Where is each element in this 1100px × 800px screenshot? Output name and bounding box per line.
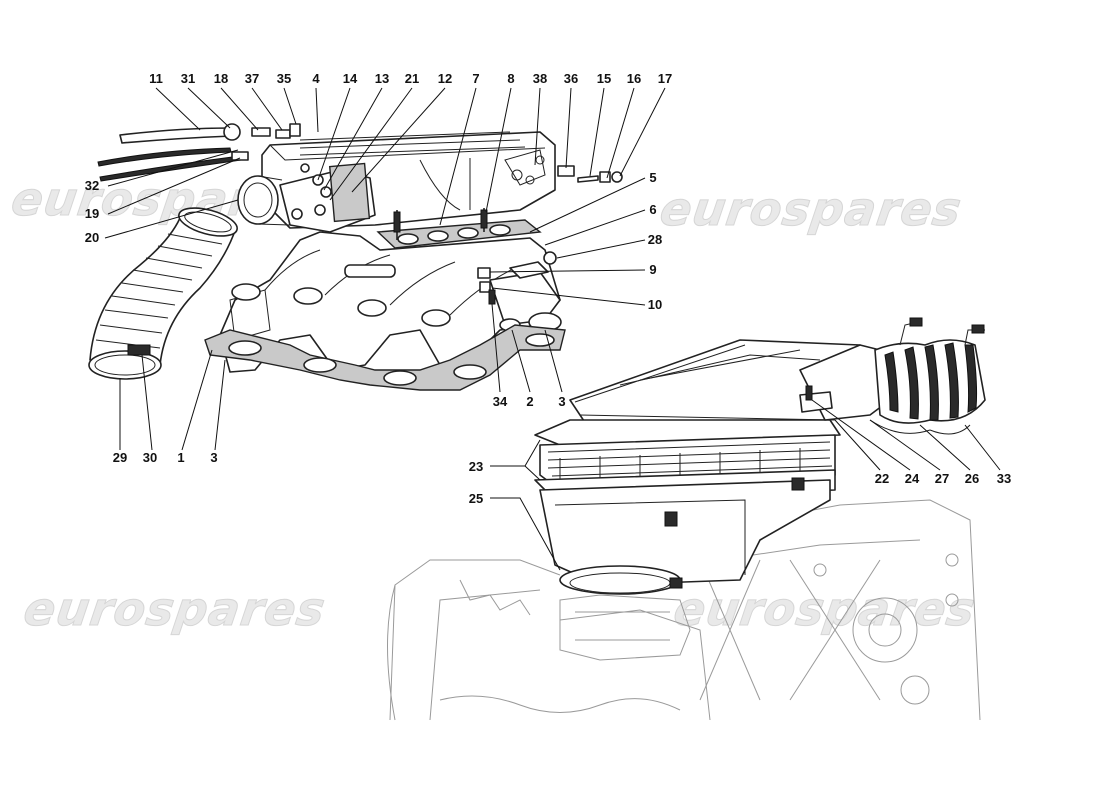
callout-label: 36 bbox=[564, 71, 578, 86]
callout-label: 5 bbox=[649, 170, 656, 185]
callout-label: 8 bbox=[507, 71, 514, 86]
callout-label: 28 bbox=[648, 232, 662, 247]
watermark-text: eurospares bbox=[657, 182, 965, 236]
callout-label: 23 bbox=[469, 459, 483, 474]
callout-label: 11 bbox=[149, 71, 163, 86]
callout-label: 9 bbox=[649, 262, 656, 277]
callout-label: 31 bbox=[181, 71, 195, 86]
intake-plenum bbox=[237, 131, 556, 233]
intake-manifold bbox=[219, 231, 562, 373]
watermark-text: eurospares bbox=[21, 582, 329, 636]
callout-label: 17 bbox=[658, 71, 672, 86]
callout-label: 1 bbox=[177, 450, 184, 465]
callout-label: 25 bbox=[469, 491, 483, 506]
callout-label: 26 bbox=[965, 471, 979, 486]
callout-label: 6 bbox=[649, 202, 656, 217]
callout-label: 24 bbox=[905, 471, 920, 486]
callout-label: 29 bbox=[113, 450, 127, 465]
intake-corrugated-hose bbox=[88, 207, 238, 380]
callout-label: 3 bbox=[210, 450, 217, 465]
callout-label: 19 bbox=[85, 206, 99, 221]
callout-label: 10 bbox=[648, 297, 662, 312]
engine-block-outline bbox=[387, 499, 981, 721]
callout-label: 22 bbox=[875, 471, 889, 486]
callout-label: 2 bbox=[526, 394, 533, 409]
callout-label: 13 bbox=[375, 71, 389, 86]
callout-label: 33 bbox=[997, 471, 1011, 486]
air-inlet-duct bbox=[799, 317, 986, 435]
callout-label: 32 bbox=[85, 178, 99, 193]
callout-label: 35 bbox=[277, 71, 291, 86]
callout-label: 7 bbox=[472, 71, 479, 86]
callout-label: 14 bbox=[343, 71, 358, 86]
callout-label: 3 bbox=[558, 394, 565, 409]
callout-label: 21 bbox=[405, 71, 419, 86]
callout-label: 15 bbox=[597, 71, 611, 86]
hardware-right bbox=[557, 165, 623, 183]
watermark-text: eurospares bbox=[671, 582, 979, 636]
callout-label: 27 bbox=[935, 471, 949, 486]
callout-label: 16 bbox=[627, 71, 641, 86]
callout-label: 38 bbox=[533, 71, 547, 86]
callout-labels: 11 31 18 37 35 4 14 13 21 12 7 8 38 36 1… bbox=[85, 71, 1011, 506]
callout-label: 18 bbox=[214, 71, 228, 86]
callout-label: 34 bbox=[493, 394, 508, 409]
callout-label: 37 bbox=[245, 71, 259, 86]
callout-label: 20 bbox=[85, 230, 99, 245]
leader-lines bbox=[104, 87, 1001, 571]
callout-label: 12 bbox=[438, 71, 452, 86]
manifold-base-gasket bbox=[204, 324, 566, 391]
callout-label: 4 bbox=[312, 71, 320, 86]
callout-label: 30 bbox=[143, 450, 157, 465]
